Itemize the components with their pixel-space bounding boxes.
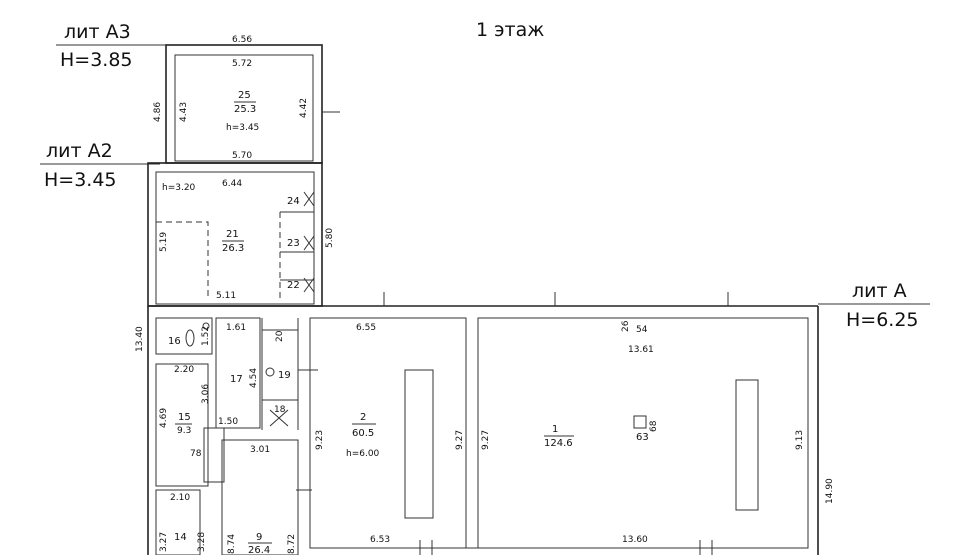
svg-text:13.60: 13.60 <box>622 535 648 545</box>
svg-text:24: 24 <box>287 196 300 207</box>
lit-a2-name: лит А2 <box>46 140 113 162</box>
dimensions: 6.56 5.72 4.86 4.43 4.42 5.70 6.44 5.19 … <box>135 35 835 554</box>
floor-title: 1 этаж <box>476 19 544 41</box>
svg-text:21: 21 <box>226 229 239 240</box>
svg-text:2: 2 <box>360 412 366 423</box>
svg-text:6.44: 6.44 <box>222 179 242 189</box>
svg-text:4.54: 4.54 <box>249 368 259 388</box>
svg-text:5.19: 5.19 <box>159 232 169 252</box>
svg-text:20: 20 <box>275 330 285 342</box>
svg-text:63: 63 <box>636 432 649 443</box>
room-25: 25 25.3 h=3.45 <box>226 90 259 133</box>
svg-text:18: 18 <box>274 405 286 415</box>
lit-a3-height: H=3.85 <box>60 49 133 71</box>
svg-text:4.86: 4.86 <box>153 102 163 122</box>
svg-text:26: 26 <box>621 320 631 332</box>
svg-text:14.90: 14.90 <box>825 478 835 504</box>
svg-text:15: 15 <box>178 412 191 423</box>
lit-a2-height: H=3.45 <box>44 169 117 191</box>
svg-text:23: 23 <box>287 238 300 249</box>
svg-text:6.55: 6.55 <box>356 323 376 333</box>
svg-text:4.43: 4.43 <box>179 102 189 122</box>
room-15: 15 9.3 <box>175 412 192 436</box>
svg-text:3.06: 3.06 <box>201 384 211 404</box>
svg-text:1.52: 1.52 <box>201 326 211 346</box>
svg-text:9.3: 9.3 <box>177 426 191 436</box>
svg-text:6.56: 6.56 <box>232 35 252 45</box>
svg-text:5.72: 5.72 <box>232 59 252 69</box>
svg-text:9.13: 9.13 <box>795 430 805 450</box>
svg-text:9.23: 9.23 <box>315 430 325 450</box>
svg-text:4.69: 4.69 <box>159 408 169 428</box>
lit-a-height: H=6.25 <box>846 309 919 331</box>
svg-text:2.20: 2.20 <box>174 365 194 375</box>
svg-text:1.61: 1.61 <box>226 323 246 333</box>
room-21: 21 26.3 h=3.20 <box>162 183 244 254</box>
svg-text:13.40: 13.40 <box>135 326 145 352</box>
svg-text:78: 78 <box>190 449 202 459</box>
svg-text:4.42: 4.42 <box>299 98 309 118</box>
svg-text:h=6.00: h=6.00 <box>346 449 380 459</box>
svg-text:68: 68 <box>649 420 659 432</box>
svg-text:3.27: 3.27 <box>159 532 169 552</box>
svg-text:13.61: 13.61 <box>628 345 654 355</box>
svg-text:17: 17 <box>230 374 243 385</box>
lit-a-name: лит А <box>852 280 907 302</box>
svg-text:3.01: 3.01 <box>250 445 270 455</box>
svg-text:3.28: 3.28 <box>197 532 207 552</box>
svg-text:25: 25 <box>238 90 251 101</box>
svg-text:6.53: 6.53 <box>370 535 390 545</box>
svg-text:8.74: 8.74 <box>227 534 237 554</box>
room-numbers: 24 23 22 16 17 19 18 20 26 14 78 63 68 5… <box>168 196 659 543</box>
svg-text:60.5: 60.5 <box>352 428 374 439</box>
room-2: 2 60.5 h=6.00 <box>346 412 380 459</box>
svg-text:9.27: 9.27 <box>481 430 491 450</box>
svg-text:5.11: 5.11 <box>216 291 236 301</box>
svg-text:124.6: 124.6 <box>544 438 573 449</box>
svg-text:19: 19 <box>278 370 291 381</box>
svg-text:h=3.20: h=3.20 <box>162 183 196 193</box>
svg-text:1: 1 <box>552 424 558 435</box>
room-1: 1 124.6 <box>544 424 574 449</box>
svg-text:5.80: 5.80 <box>325 228 335 248</box>
svg-text:26.4: 26.4 <box>248 545 270 555</box>
svg-text:22: 22 <box>287 280 300 291</box>
block-lit-a <box>147 292 819 556</box>
room-9: 9 26.4 <box>248 532 272 556</box>
svg-text:14: 14 <box>174 532 187 543</box>
svg-text:h=3.45: h=3.45 <box>226 123 259 133</box>
svg-text:9: 9 <box>256 532 262 543</box>
svg-text:1.50: 1.50 <box>218 417 238 427</box>
svg-text:16: 16 <box>168 336 181 347</box>
lit-a3-name: лит А3 <box>64 21 131 43</box>
svg-text:54: 54 <box>636 325 648 335</box>
svg-text:25.3: 25.3 <box>234 104 256 115</box>
svg-text:9.27: 9.27 <box>455 430 465 450</box>
svg-text:8.72: 8.72 <box>287 534 297 554</box>
svg-text:2.10: 2.10 <box>170 493 190 503</box>
svg-text:26.3: 26.3 <box>222 243 244 254</box>
svg-text:5.70: 5.70 <box>232 151 252 161</box>
